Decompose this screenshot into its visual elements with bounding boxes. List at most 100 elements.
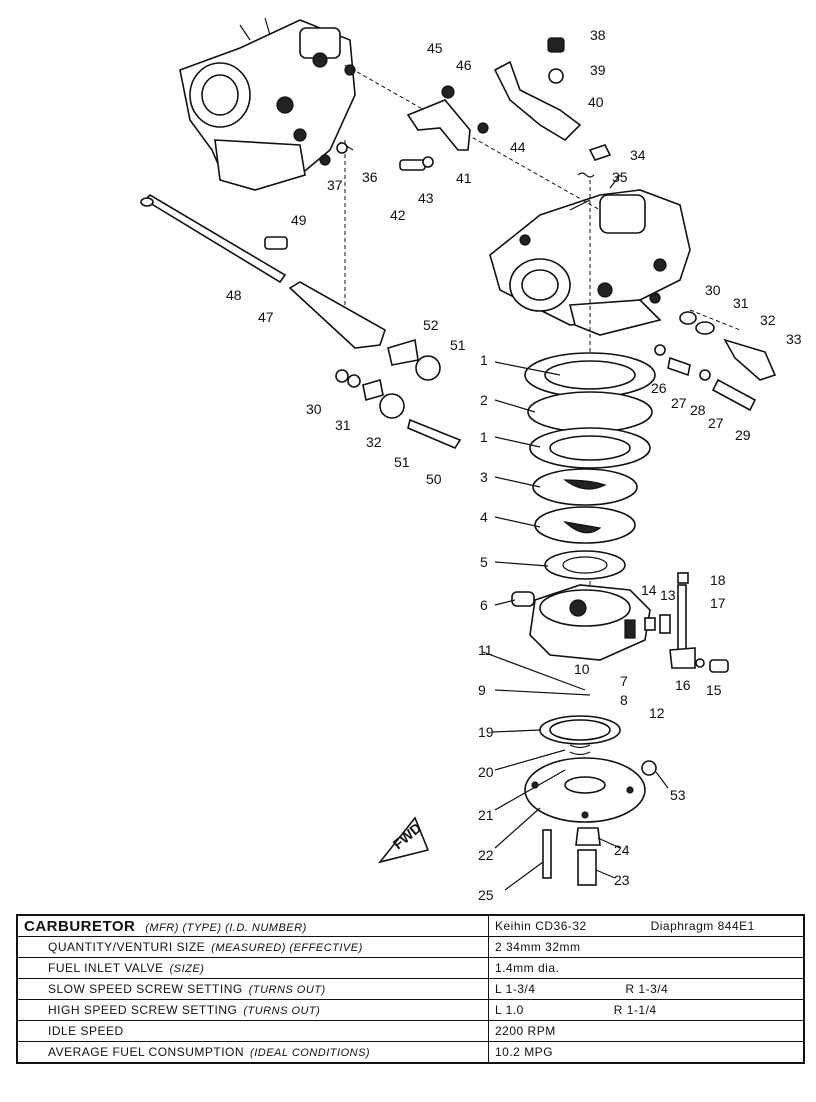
callout-9: 9 — [478, 682, 486, 698]
callout-36: 36 — [362, 169, 378, 185]
callout-52: 52 — [423, 317, 439, 333]
callout-47: 47 — [258, 309, 274, 325]
spec-value: L 1.0 — [495, 1003, 524, 1017]
spec-row: HIGH SPEED SCREW SETTING (TURNS OUT) L 1.… — [16, 999, 805, 1021]
callout-41: 41 — [456, 170, 472, 186]
callout-45: 45 — [427, 40, 443, 56]
spec-title-value-b: Diaphragm 844E1 — [650, 919, 755, 933]
spec-row: SLOW SPEED SCREW SETTING (TURNS OUT) L 1-… — [16, 978, 805, 1000]
spec-title: CARBURETOR — [24, 917, 136, 935]
spec-label: HIGH SPEED SCREW SETTING — [48, 1003, 238, 1017]
spec-value: 10.2 MPG — [495, 1045, 554, 1059]
callout-26: 26 — [651, 380, 667, 396]
leader-lines — [482, 361, 669, 891]
throttle-linkage — [140, 193, 462, 450]
callout-37: 37 — [327, 177, 343, 193]
callout-14: 14 — [641, 582, 657, 598]
callout-25: 25 — [478, 887, 494, 903]
spec-value: 1.4mm dia. — [495, 961, 560, 975]
callout-1: 1 — [480, 352, 488, 368]
spec-label: AVERAGE FUEL CONSUMPTION — [48, 1045, 245, 1059]
callout-1b: 1 — [480, 429, 488, 445]
spec-note: (SIZE) — [169, 963, 205, 975]
callout-16: 16 — [675, 677, 691, 693]
callout-22: 22 — [478, 847, 494, 863]
spec-value: 2200 RPM — [495, 1024, 556, 1038]
pump-body — [511, 584, 651, 661]
carburetor-body-main — [489, 174, 691, 336]
spec-title-note: (MFR) (TYPE) (I.D. NUMBER) — [145, 921, 307, 934]
carburetor-exploded-diagram: FWD 1 2 1 3 4 5 6 7 8 9 10 11 12 13 14 1… — [140, 17, 802, 903]
callout-30b: 30 — [306, 401, 322, 417]
callout-39: 39 — [590, 62, 606, 78]
spec-note: (IDEAL CONDITIONS) — [250, 1047, 371, 1059]
spec-row: IDLE SPEED 2200 RPM — [16, 1020, 805, 1042]
callout-numbers: 1 2 1 3 4 5 6 7 8 9 10 11 12 13 14 15 16… — [226, 27, 802, 903]
callout-53: 53 — [670, 787, 686, 803]
callout-19: 19 — [478, 724, 494, 740]
callout-38: 38 — [590, 27, 606, 43]
spec-value-b: R 1-3/4 — [625, 982, 669, 996]
callout-6: 6 — [480, 597, 488, 613]
adjust-screws — [644, 311, 777, 673]
callout-49: 49 — [291, 212, 307, 228]
callout-31: 31 — [733, 295, 749, 311]
spec-row: QUANTITY/VENTURI SIZE (MEASURED) (EFFECTI… — [16, 936, 805, 958]
callout-8: 8 — [620, 692, 628, 708]
spec-value: L 1-3/4 — [495, 982, 536, 996]
callout-21: 21 — [478, 807, 494, 823]
callout-12: 12 — [649, 705, 665, 721]
callout-33: 33 — [786, 331, 802, 347]
callout-32: 32 — [760, 312, 776, 328]
callout-2: 2 — [480, 392, 488, 408]
gasket-stack — [524, 352, 656, 580]
callout-44: 44 — [510, 139, 526, 155]
callout-42: 42 — [390, 207, 406, 223]
callout-27b: 27 — [708, 415, 724, 431]
callout-5: 5 — [480, 554, 488, 570]
callout-18: 18 — [710, 572, 726, 588]
fwd-arrow: FWD — [377, 816, 430, 864]
callout-35: 35 — [612, 169, 628, 185]
diaphragm-assembly — [524, 715, 657, 886]
callout-31b: 31 — [335, 417, 351, 433]
callout-51b: 51 — [394, 454, 410, 470]
callout-27: 27 — [671, 395, 687, 411]
callout-3: 3 — [480, 469, 488, 485]
carburetor-assembly-small — [179, 17, 356, 191]
spec-value-b: R 1-1/4 — [613, 1003, 657, 1017]
callout-32b: 32 — [366, 434, 382, 450]
callout-10: 10 — [574, 661, 590, 677]
spec-row: FUEL INLET VALVE (SIZE) 1.4mm dia. — [16, 957, 805, 979]
callout-15: 15 — [706, 682, 722, 698]
callout-24: 24 — [614, 842, 630, 858]
callout-51: 51 — [450, 337, 466, 353]
spec-title-value: Keihin CD36-32 — [495, 919, 587, 933]
callout-13: 13 — [660, 587, 676, 603]
callout-46: 46 — [456, 57, 472, 73]
spec-label: SLOW SPEED SCREW SETTING — [48, 982, 243, 996]
small-parts-top — [336, 37, 612, 178]
callout-20: 20 — [478, 764, 494, 780]
spec-note: (MEASURED) (EFFECTIVE) — [211, 942, 363, 954]
spec-value: 2 34mm 32mm — [495, 940, 581, 954]
spec-note: (TURNS OUT) — [248, 984, 326, 996]
callout-50: 50 — [426, 471, 442, 487]
callout-30: 30 — [705, 282, 721, 298]
spec-note: (TURNS OUT) — [243, 1005, 321, 1017]
callout-43: 43 — [418, 190, 434, 206]
spec-label: FUEL INLET VALVE — [48, 961, 164, 975]
callout-4: 4 — [480, 509, 488, 525]
carburetor-spec-table: CARBURETOR (MFR) (TYPE) (I.D. NUMBER) Ke… — [16, 914, 805, 1064]
spec-row: AVERAGE FUEL CONSUMPTION (IDEAL CONDITION… — [16, 1041, 805, 1064]
callout-7: 7 — [620, 673, 628, 689]
spec-label: QUANTITY/VENTURI SIZE — [48, 940, 206, 954]
callout-11: 11 — [478, 642, 493, 658]
callout-23: 23 — [614, 872, 630, 888]
spec-title-row: CARBURETOR (MFR) (TYPE) (I.D. NUMBER) Ke… — [16, 914, 805, 937]
spec-label: IDLE SPEED — [48, 1024, 124, 1038]
callout-29: 29 — [735, 427, 751, 443]
callout-40: 40 — [588, 94, 604, 110]
callout-28: 28 — [690, 402, 706, 418]
callout-48: 48 — [226, 287, 242, 303]
